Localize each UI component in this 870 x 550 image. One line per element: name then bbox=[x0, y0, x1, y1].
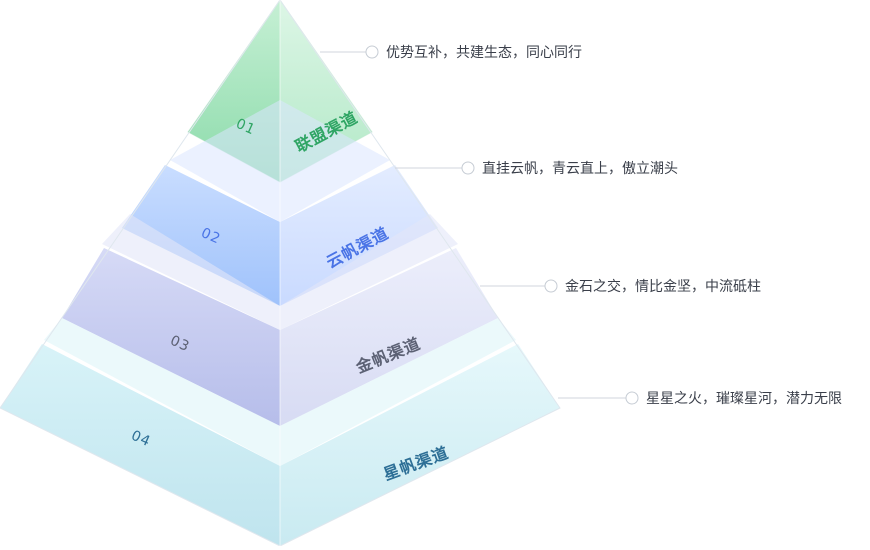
tier-3-left-face bbox=[62, 248, 280, 426]
tier-2-left-face bbox=[122, 165, 280, 306]
tier-3-right-face bbox=[280, 248, 498, 426]
tier-4-right-face bbox=[280, 344, 560, 546]
callout-4-dot bbox=[625, 391, 639, 405]
tier-2-right-face bbox=[280, 165, 438, 306]
tier-4-number: 04 bbox=[129, 428, 154, 451]
callout-3-dot bbox=[544, 279, 558, 293]
tier-1-left-face bbox=[188, 132, 280, 182]
tier-1-number: 01 bbox=[233, 116, 258, 139]
tier-2-description: 直挂云帆，青云直上，傲立潮头 bbox=[482, 161, 678, 177]
callout-2-dot bbox=[461, 161, 475, 175]
tier-2-number: 02 bbox=[199, 225, 224, 248]
tier-3-description: 金石之交，情比金坚，中流砥柱 bbox=[565, 279, 761, 295]
callout-1-dot bbox=[365, 45, 379, 59]
tier-4-description: 星星之火，璀璨星河，潜力无限 bbox=[646, 391, 842, 407]
tier-3-number: 03 bbox=[168, 333, 193, 356]
tier-4-left-face bbox=[0, 344, 280, 546]
tier-1-description: 优势互补，共建生态，同心同行 bbox=[386, 45, 582, 61]
